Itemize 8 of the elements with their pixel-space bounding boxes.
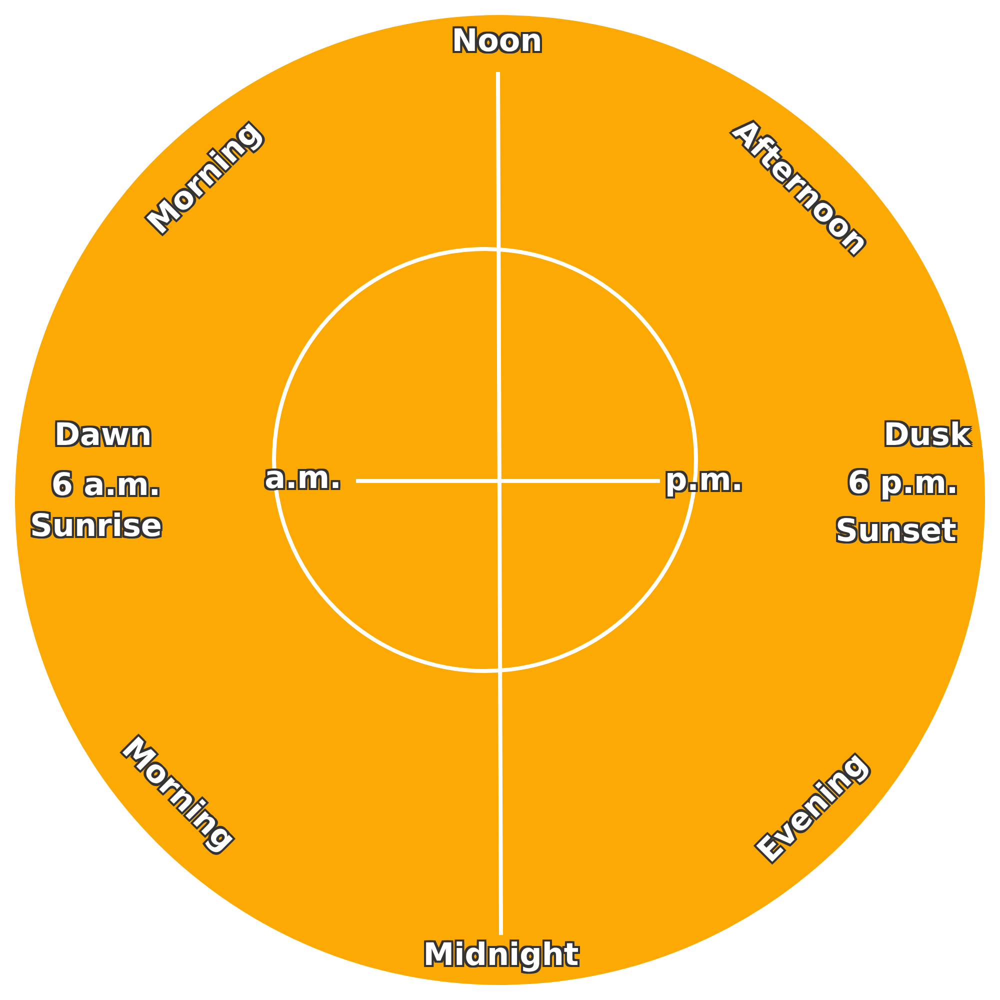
time-label: Midnight [423, 938, 579, 974]
time-label: Sunrise [30, 509, 162, 545]
time-label: 6 a.m. [51, 468, 161, 504]
time-label: 6 p.m. [848, 466, 958, 502]
time-label: Dawn [54, 418, 152, 454]
time-label: Noon [452, 24, 542, 60]
time-label: Dusk [884, 418, 970, 454]
time-label: Sunset [836, 514, 956, 550]
